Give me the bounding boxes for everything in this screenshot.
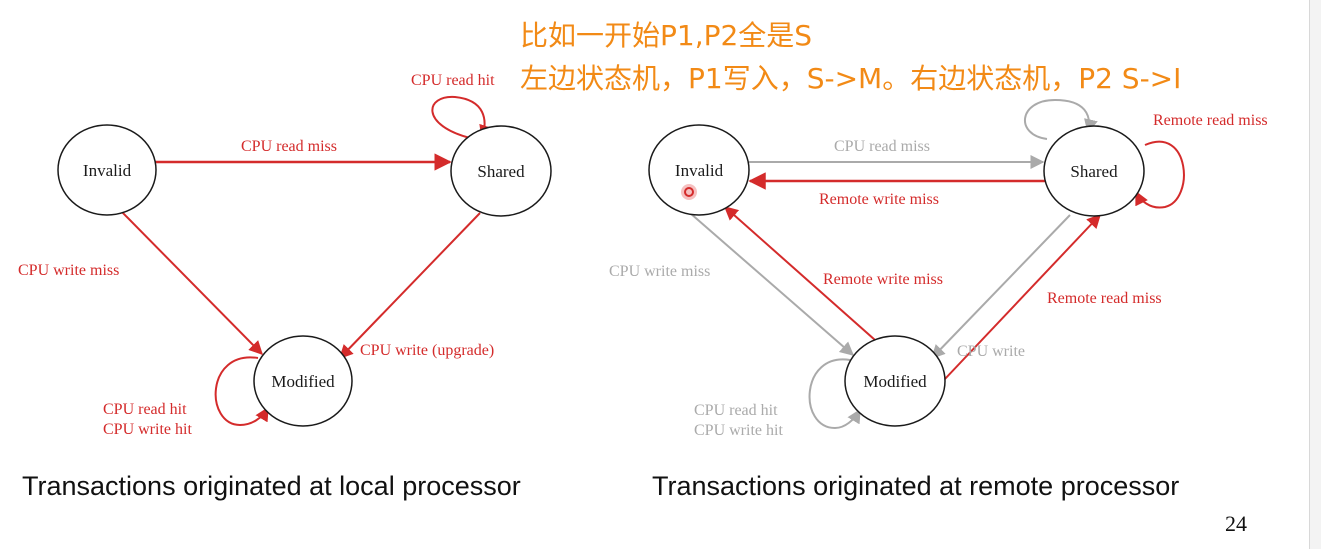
- right-label-shared-to-invalid: Remote write miss: [819, 191, 939, 208]
- left-state-diagram: Invalid Shared Modified CPU read miss CP…: [18, 72, 552, 501]
- left-state-shared: [450, 125, 552, 217]
- left-caption: Transactions originated at local process…: [22, 471, 521, 501]
- left-label-modified-self-1: CPU read hit: [103, 401, 187, 418]
- right-state-shared-label: Shared: [1070, 162, 1118, 181]
- right-state-diagram: Invalid Shared Modified CPU read miss Re…: [609, 98, 1268, 501]
- right-state-modified-label: Modified: [863, 372, 927, 391]
- left-label-invalid-to-modified: CPU write miss: [18, 262, 119, 279]
- right-edge-shared-self-remote: [1135, 140, 1185, 209]
- right-edge-modified-to-shared: [943, 213, 1101, 381]
- left-label-shared-self: CPU read hit: [411, 72, 495, 89]
- window-scrollbar[interactable]: [1309, 0, 1321, 549]
- left-state-shared-label: Shared: [477, 162, 525, 181]
- left-label-shared-to-modified: CPU write (upgrade): [360, 342, 494, 359]
- right-label-shared-to-modified: CPU write: [957, 343, 1025, 360]
- left-state-invalid-label: Invalid: [83, 161, 132, 180]
- right-edge-modified-self-gray: [808, 358, 861, 430]
- right-state-invalid: [648, 124, 750, 216]
- right-label-modified-to-invalid: Remote write miss: [823, 271, 943, 288]
- annotation-line-1: 比如一开始P1,P2全是S: [520, 19, 812, 52]
- right-caption: Transactions originated at remote proces…: [652, 471, 1179, 501]
- right-label-modified-to-shared: Remote read miss: [1047, 290, 1162, 307]
- right-label-invalid-to-modified: CPU write miss: [609, 263, 710, 280]
- left-state-modified: [253, 335, 353, 427]
- left-state-invalid: [57, 124, 157, 216]
- right-edge-shared-self-gray: [1023, 98, 1098, 140]
- left-edge-invalid-to-modified: [119, 209, 263, 355]
- right-label-invalid-to-shared: CPU read miss: [834, 138, 930, 155]
- right-state-shared: [1043, 125, 1145, 217]
- right-state-modified: [844, 335, 946, 427]
- left-edge-shared-to-modified: [339, 212, 481, 360]
- right-edge-invalid-to-modified-gray: [689, 212, 855, 356]
- left-edge-shared-self-loop: [431, 95, 493, 140]
- mouse-cursor-icon: [681, 184, 697, 200]
- right-label-modified-self-2: CPU write hit: [694, 422, 783, 439]
- annotation-line-2: 左边状态机，P1写入，S->M。右边状态机，P2 S->I: [520, 62, 1181, 95]
- left-label-invalid-to-shared: CPU read miss: [241, 138, 337, 155]
- right-edge-shared-to-modified-gray: [931, 214, 1071, 360]
- right-label-shared-self-remote: Remote read miss: [1153, 112, 1268, 129]
- left-state-modified-label: Modified: [271, 372, 335, 391]
- right-state-invalid-label: Invalid: [675, 161, 724, 180]
- right-edge-modified-to-invalid: [723, 206, 876, 341]
- right-label-modified-self-1: CPU read hit: [694, 402, 778, 419]
- left-label-modified-self-2: CPU write hit: [103, 421, 192, 438]
- page-number: 24: [1225, 511, 1247, 536]
- left-edge-modified-self-loop: [214, 356, 269, 427]
